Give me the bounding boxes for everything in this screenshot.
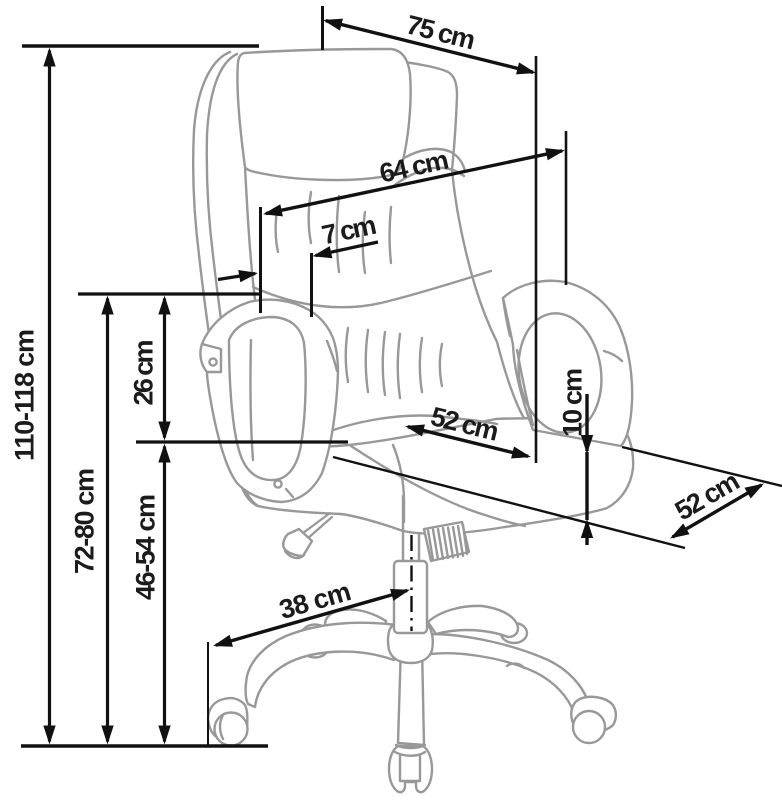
svg-text:110-118 cm: 110-118 cm <box>10 329 40 461</box>
svg-text:10 cm: 10 cm <box>558 368 588 437</box>
svg-text:46-54 cm: 46-54 cm <box>131 494 161 600</box>
svg-text:72-80 cm: 72-80 cm <box>70 468 100 574</box>
svg-text:26 cm: 26 cm <box>129 340 159 406</box>
